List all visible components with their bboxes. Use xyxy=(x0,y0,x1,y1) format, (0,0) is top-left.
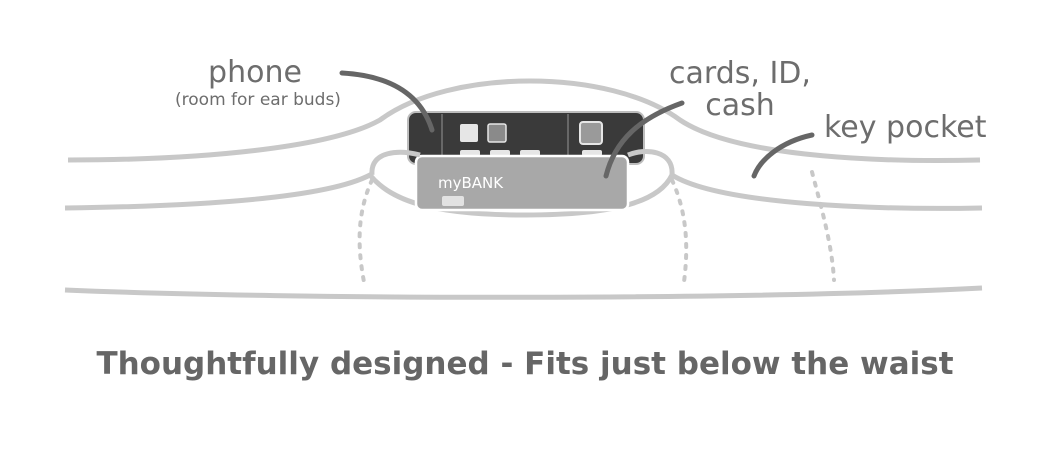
caption: Thoughtfully designed - Fits just below … xyxy=(96,346,954,382)
left-seam xyxy=(357,178,374,284)
bank-card: myBANK xyxy=(414,154,630,212)
key-pocket-seam xyxy=(810,170,836,282)
phone-device xyxy=(407,111,645,165)
belt-bottom-line xyxy=(64,285,983,300)
right-seam xyxy=(670,178,689,284)
belt-middle-line xyxy=(64,171,983,218)
phone-label: phone xyxy=(208,55,302,90)
belt-top-line xyxy=(67,78,981,164)
phone-pointer xyxy=(339,70,435,133)
card-brand-text: myBANK xyxy=(438,174,504,192)
cards-pointer xyxy=(603,100,685,179)
phone-note-label: (room for ear buds) xyxy=(175,90,341,110)
key-pointer xyxy=(751,132,815,179)
cards-label: cards, ID, cash xyxy=(669,56,811,123)
pocket-opening xyxy=(369,149,675,176)
key-pocket-label: key pocket xyxy=(824,110,987,145)
